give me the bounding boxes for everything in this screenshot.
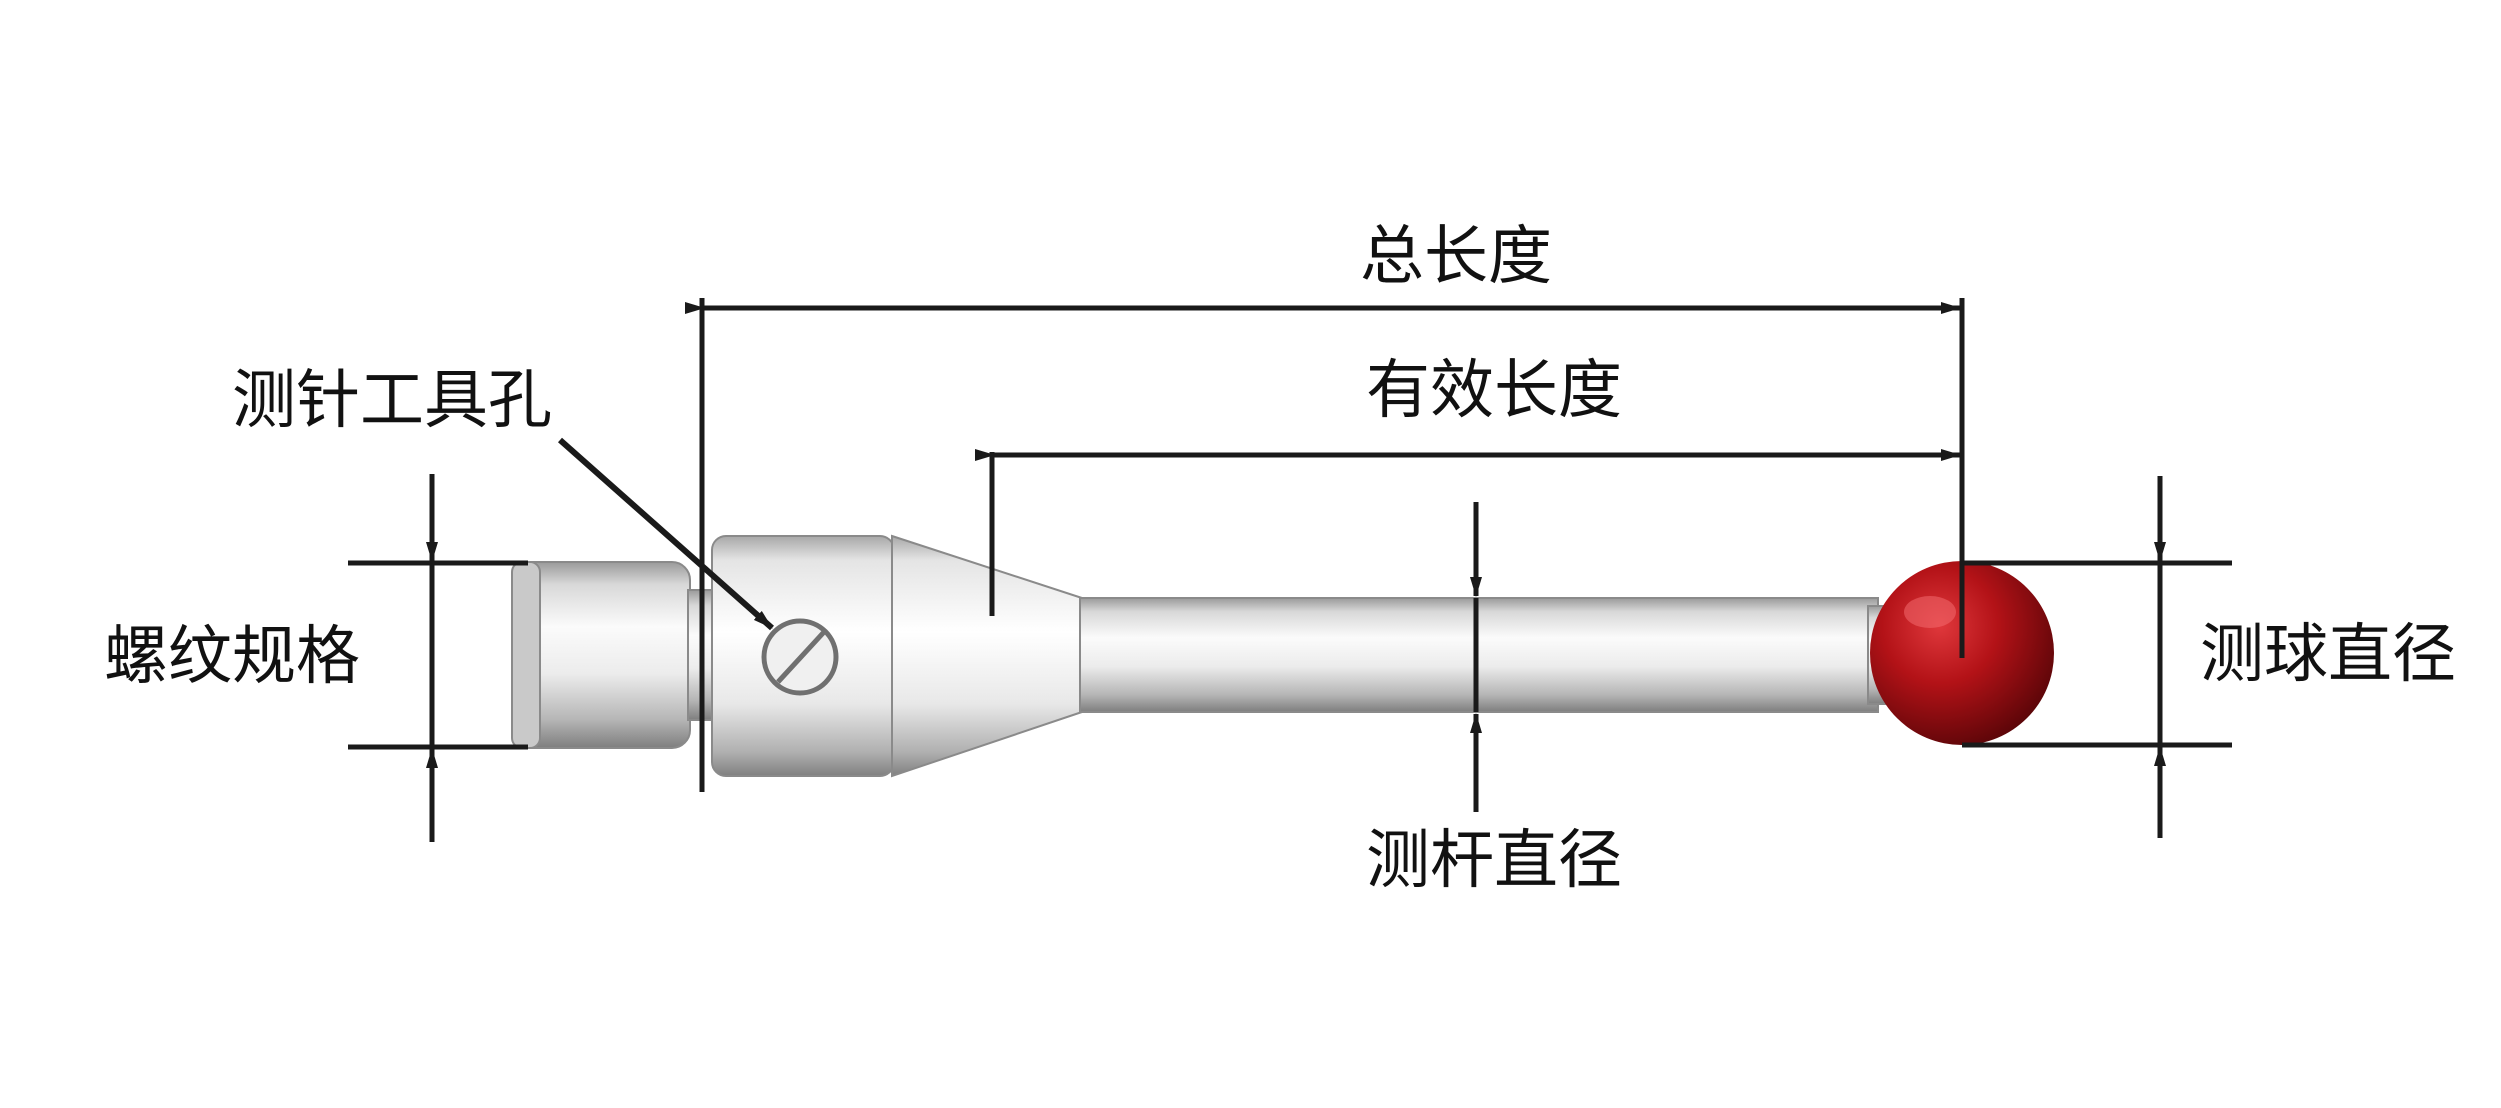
tool-hole-leader [558,437,774,631]
label-effective-length: 有效长度 [1366,354,1622,428]
label-tool-hole: 测针工具孔 [232,364,552,438]
taper [891,534,1083,778]
label-total-length: 总长度 [1360,220,1552,294]
stem [1079,597,1879,713]
dimension-lines [348,298,2232,842]
label-stem-diameter: 测杆直径 [1366,824,1622,898]
ball-highlight [1904,596,1956,628]
label-thread-spec: 螺纹规格 [104,620,360,694]
label-ball-diameter: 测球直径 [2200,618,2456,692]
stylus-body [511,534,2054,778]
tool-hole [761,618,839,696]
thread-cap [511,561,541,749]
labels: 总长度 有效长度 测针工具孔 螺纹规格 测球直径 测杆直径 [104,220,2456,898]
